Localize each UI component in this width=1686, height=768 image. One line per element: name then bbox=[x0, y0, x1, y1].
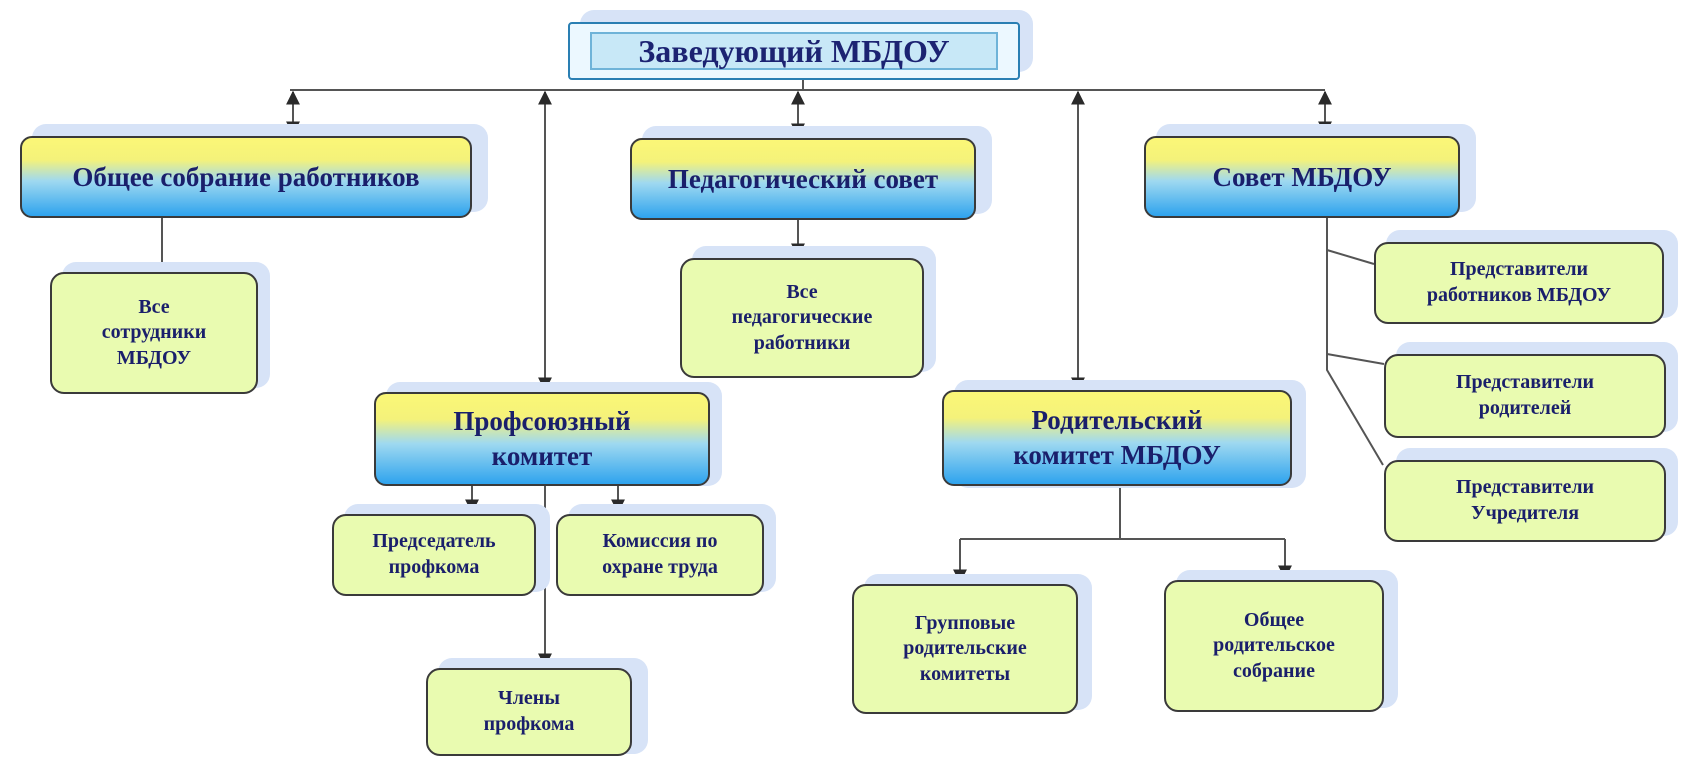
all-staff-box: Все сотрудники МБДОУ bbox=[50, 272, 258, 394]
parents-meeting-label: Общее родительское собрание bbox=[1213, 608, 1335, 682]
general-meeting-box: Общее собрание работников bbox=[20, 136, 472, 218]
labor-commission-label: Комиссия по охране труда bbox=[602, 530, 718, 578]
pedagogical-council-box: Педагогический совет bbox=[630, 138, 976, 220]
council-parent-reps-label: Представители родителей bbox=[1455, 371, 1595, 419]
union-chair-label: Председатель профкома bbox=[372, 530, 496, 578]
parents-committee-label: Родительский комитет МБДОУ bbox=[1013, 405, 1221, 470]
trade-union-label: Профсоюзный комитет bbox=[453, 406, 631, 471]
parents-committee-box: Родительский комитет МБДОУ bbox=[942, 390, 1292, 486]
union-members-label: Члены профкома bbox=[483, 687, 575, 735]
head-inner: Заведующий МБДОУ bbox=[590, 32, 998, 70]
connector-council-staff-reps bbox=[1326, 249, 1375, 265]
connector-council-reps bbox=[1326, 218, 1384, 466]
general-meeting-label: Общее собрание работников bbox=[72, 161, 420, 192]
head-label: Заведующий МБДОУ bbox=[638, 32, 950, 69]
pedagogical-council-label: Педагогический совет bbox=[667, 163, 939, 194]
parents-meeting-box: Общее родительское собрание bbox=[1164, 580, 1384, 712]
connector-council-parent-reps bbox=[1326, 353, 1385, 365]
group-committees-label: Групповые родительские комитеты bbox=[903, 611, 1027, 685]
union-chair-box: Председатель профкома bbox=[332, 514, 536, 596]
trade-union-box: Профсоюзный комитет bbox=[374, 392, 710, 486]
council-founder-reps-label: Представители Учредителя bbox=[1455, 476, 1595, 524]
council-parent-reps-box: Представители родителей bbox=[1384, 354, 1666, 438]
all-teachers-box: Все педагогические работники bbox=[680, 258, 924, 378]
head-box: Заведующий МБДОУ bbox=[568, 22, 1020, 80]
all-teachers-label: Все педагогические работники bbox=[731, 280, 873, 354]
council-staff-reps-label: Представители работников МБДОУ bbox=[1426, 258, 1612, 306]
group-committees-box: Групповые родительские комитеты bbox=[852, 584, 1078, 714]
council-box: Совет МБДОУ bbox=[1144, 136, 1460, 218]
council-staff-reps-box: Представители работников МБДОУ bbox=[1374, 242, 1664, 324]
labor-commission-box: Комиссия по охране труда bbox=[556, 514, 764, 596]
council-label: Совет МБДОУ bbox=[1212, 161, 1392, 192]
union-members-box: Члены профкома bbox=[426, 668, 632, 756]
all-staff-label: Все сотрудники МБДОУ bbox=[101, 295, 207, 369]
council-founder-reps-box: Представители Учредителя bbox=[1384, 460, 1666, 542]
